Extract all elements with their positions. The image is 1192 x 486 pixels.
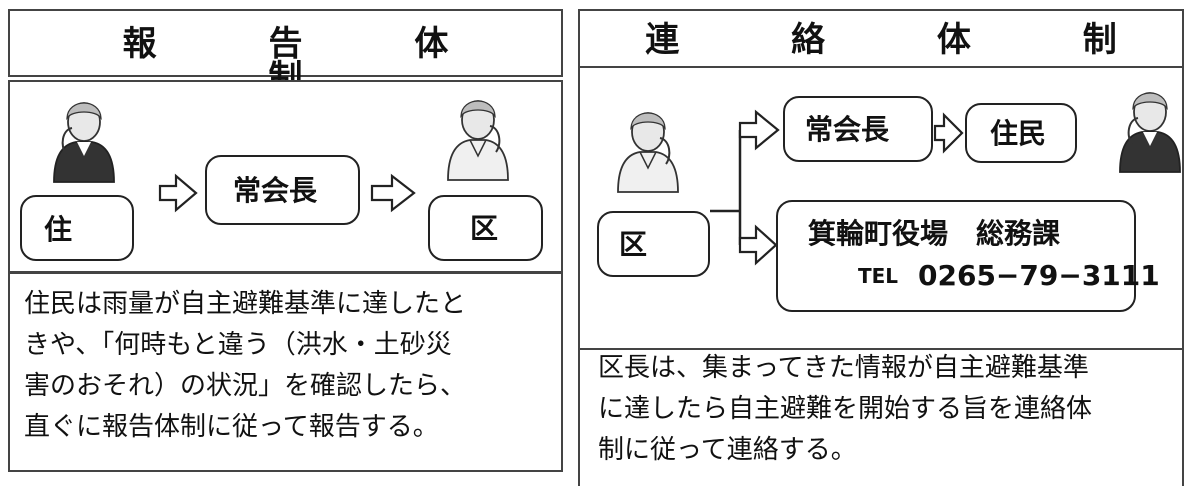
left-description-frame: 住民は雨量が自主避難基準に達したと きや、「何時もと違う（洪水・土砂災 害のおそ… xyxy=(8,272,563,472)
left-description-line-4: 直ぐに報告体制に従って報告する。 xyxy=(24,412,439,442)
left-ward-box: 区 xyxy=(428,195,543,261)
left-description-line-1: 住民は雨量が自主避難基準に達したと xyxy=(24,289,467,319)
right-residents-label: 住民 xyxy=(990,117,1047,150)
right-connector-lines xyxy=(710,128,754,247)
left-ward-label: 区 xyxy=(470,212,499,245)
left-ward-person-icon xyxy=(447,100,509,181)
right-office-label: 箕輪町役場 総務課 xyxy=(808,217,1061,250)
left-resident-person-icon xyxy=(53,102,115,183)
right-arrow-icon-office xyxy=(738,224,778,266)
right-description-line-3: 制に従って連絡する。 xyxy=(598,435,857,465)
right-arrow-icon-residents xyxy=(933,112,964,154)
right-description-line-2: に達したら自主避難を開始する旨を連絡体 xyxy=(598,394,1093,424)
right-chief-label: 常会長 xyxy=(805,113,890,146)
right-tel-prefix: TEL xyxy=(858,264,899,288)
right-ward-person-icon xyxy=(617,112,679,193)
right-panel-title: 連 絡 体 制 xyxy=(645,20,1167,60)
right-arrow-icon-chief xyxy=(738,109,780,151)
right-description-frame: 区長は、集まってきた情報が自主避難基準 に達したら自主避難を開始する旨を連絡体 … xyxy=(578,348,1184,486)
left-chief-box: 常会長 xyxy=(205,155,360,225)
left-chief-label: 常会長 xyxy=(233,174,318,207)
right-description-line-1: 区長は、集まってきた情報が自主避難基準 xyxy=(598,353,1089,383)
right-ward-label: 区 xyxy=(619,228,648,261)
right-ward-box: 区 xyxy=(597,211,710,277)
right-resident-person-icon xyxy=(1119,92,1181,173)
left-resident-box: 住 xyxy=(20,195,134,261)
left-title-frame: 報 告 体 制 xyxy=(8,9,563,95)
right-title-frame: 連 絡 体 制 xyxy=(578,9,1184,69)
left-description-line-2: きや、「何時もと違う（洪水・土砂災 xyxy=(24,330,452,360)
right-tel-number: 0265−79−3111 xyxy=(918,259,1160,292)
left-arrow-icon-1 xyxy=(158,173,198,213)
left-resident-label: 住 xyxy=(44,213,73,246)
right-chief-box: 常会長 xyxy=(783,96,933,162)
left-description-line-3: 害のおそれ）の状況」を確認したら、 xyxy=(24,371,467,401)
right-residents-box: 住民 xyxy=(965,103,1077,163)
right-office-box: 箕輪町役場 総務課 TEL 0265−79−3111 xyxy=(776,200,1160,312)
left-arrow-icon-2 xyxy=(370,173,416,213)
